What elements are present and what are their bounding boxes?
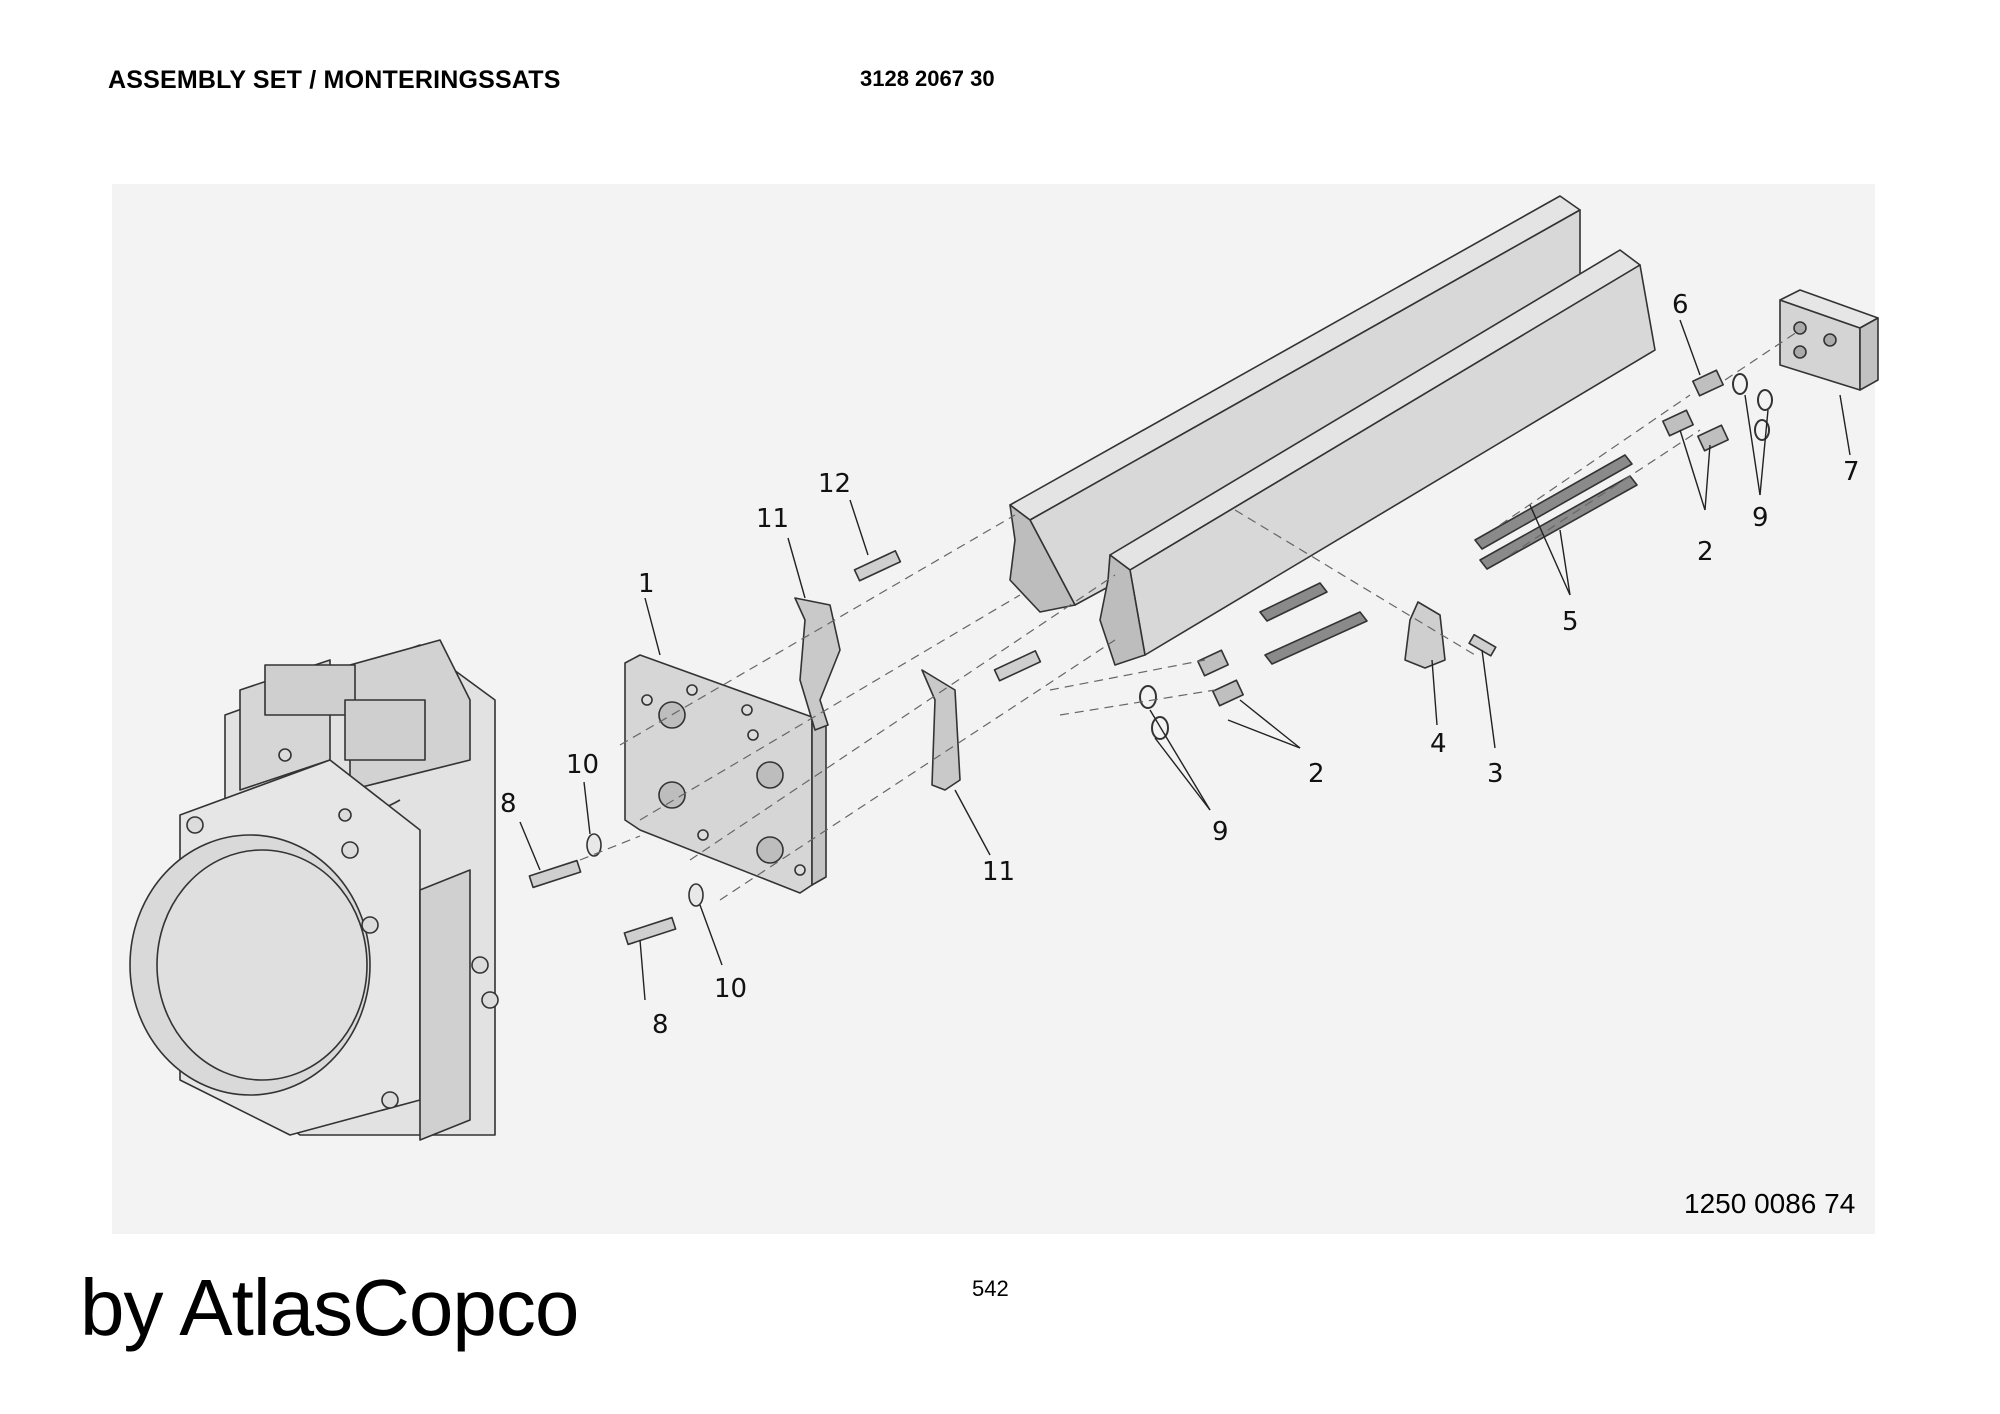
- callout-10: 10: [714, 974, 747, 1004]
- clamp-bracket-upper: [794, 597, 841, 731]
- tube-set: [1259, 454, 1638, 665]
- part-number: 3128 2067 30: [860, 66, 995, 91]
- compressor-unit: [129, 639, 499, 1141]
- washers: [586, 833, 704, 907]
- callout-10: 10: [566, 750, 599, 780]
- brand-footer: by AtlasCopco: [80, 1263, 579, 1352]
- callout-4: 4: [1430, 729, 1447, 759]
- callout-5: 5: [1562, 607, 1579, 637]
- clamp-bracket-lower: [921, 669, 961, 791]
- fittings: [1197, 369, 1729, 707]
- callout-2: 2: [1308, 759, 1325, 789]
- profile-rail-lower: [1099, 249, 1656, 666]
- callout-9: 9: [1752, 503, 1769, 533]
- callout-9: 9: [1212, 817, 1229, 847]
- callout-labels: 1 2 3 4 5 6 7 8 8 9 2 9 10 10 11 11 12: [500, 290, 1860, 1040]
- adapter-plate: [624, 654, 827, 894]
- screws: [528, 550, 1497, 946]
- callout-2: 2: [1697, 537, 1714, 567]
- connection-block: [1779, 289, 1879, 391]
- page-number: 542: [972, 1276, 1009, 1301]
- callout-leaders: [519, 319, 1851, 1001]
- drawing-number: 1250 0086 74: [1684, 1188, 1856, 1219]
- rail-clip: [1404, 601, 1446, 669]
- callout-7: 7: [1843, 457, 1860, 487]
- callout-12: 12: [818, 469, 851, 499]
- document-title: ASSEMBLY SET / MONTERINGSSATS: [108, 66, 561, 94]
- seal-rings: [1139, 373, 1773, 740]
- callout-8: 8: [652, 1010, 669, 1040]
- callout-1: 1: [638, 569, 655, 599]
- profile-rail-upper: [1009, 195, 1581, 613]
- callout-11: 11: [756, 504, 789, 534]
- assembly-guide-lines: [579, 329, 1801, 901]
- callout-11: 11: [982, 857, 1015, 887]
- callout-3: 3: [1487, 759, 1504, 789]
- callout-6: 6: [1672, 290, 1689, 320]
- callout-8: 8: [500, 789, 517, 819]
